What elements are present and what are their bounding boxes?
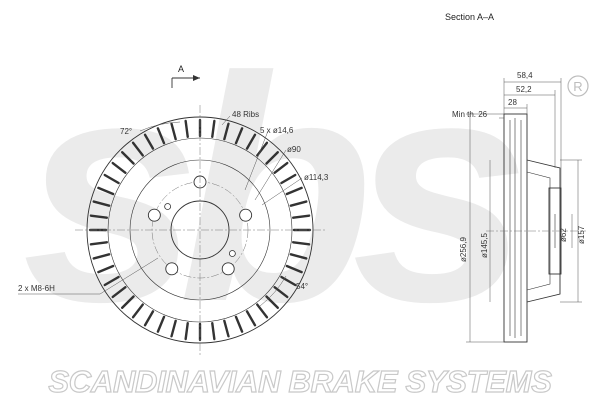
cooling-rib — [256, 303, 269, 319]
bolt-hole — [165, 262, 179, 276]
bolt-hole — [147, 208, 161, 222]
friction-ring-section — [503, 113, 528, 343]
cooling-rib — [131, 303, 144, 319]
cooling-rib — [143, 310, 155, 327]
dim-hat-outer-diameter-text: ø145,5 — [480, 233, 489, 258]
watermark-logo-text: sbs — [22, 10, 521, 368]
cooling-rib — [223, 319, 230, 338]
cooling-rib — [223, 122, 230, 141]
hat-outer-circle — [129, 159, 271, 301]
cooling-rib — [265, 295, 279, 309]
registered-mark-letter: R — [573, 79, 582, 94]
threaded-holes-leader — [99, 257, 159, 295]
sbs-watermark-logo: sbs R — [22, 10, 589, 368]
cooling-rib — [291, 214, 311, 219]
cooling-rib — [156, 315, 166, 333]
angle-54-label: 54° — [296, 282, 308, 291]
angle-72-label: 72° — [120, 127, 132, 136]
cooling-rib — [184, 119, 189, 139]
cooling-rib — [103, 173, 120, 185]
cooling-rib — [131, 141, 144, 157]
section-title: Section A–A — [445, 12, 494, 22]
cooling-rib — [92, 200, 111, 207]
angle-54-arc — [259, 275, 287, 307]
cooling-rib — [245, 310, 257, 327]
cooling-rib — [234, 315, 244, 333]
dim-hat-width-text: 52,2 — [516, 85, 532, 94]
registered-mark-circle — [567, 75, 589, 97]
section-marker-arrow — [193, 75, 200, 81]
cooling-rib — [280, 173, 297, 185]
dim-157-text: ø157 — [577, 225, 586, 244]
ribs-label: 48 Ribs — [232, 110, 259, 119]
cooling-rib — [285, 264, 303, 274]
cooling-rib — [170, 122, 177, 141]
cooling-rib — [89, 241, 109, 246]
cooling-rib — [211, 119, 216, 139]
cooling-rib — [285, 186, 303, 196]
bolt-holes-label: 5 x ø14,6 — [260, 126, 294, 135]
bolt-hole — [221, 262, 235, 276]
cooling-rib — [97, 264, 115, 274]
dim-center-bore-text: ø62 — [559, 228, 568, 242]
dim-outer-diameter-text: ø256,9 — [459, 237, 468, 262]
dim-overall-width-text: 58,4 — [517, 71, 533, 80]
threaded-holes — [164, 203, 236, 257]
section-view: Section A–A 58,4 52,2 28 — [445, 12, 586, 343]
cooling-rib — [184, 321, 189, 341]
threaded-holes-label: 2 x M8-6H — [18, 284, 55, 293]
ribs-leader — [221, 115, 231, 126]
cooling-rib — [245, 133, 257, 150]
cooling-rib — [291, 241, 311, 246]
cooling-rib — [92, 253, 111, 260]
cooling-rib — [111, 286, 127, 299]
bolt-holes-leader — [244, 130, 269, 191]
cooling-rib — [97, 186, 115, 196]
cooling-rib — [289, 253, 308, 260]
footer-brand-text: SCANDINAVIAN BRAKE SYSTEMS — [48, 364, 552, 399]
cooling-rib — [111, 161, 127, 174]
cooling-ribs — [88, 118, 312, 342]
cooling-rib — [156, 127, 166, 145]
front-view: A 48 Ribs 5 x ø14,6 ø90 ø114,3 72° 54° 2… — [18, 64, 329, 355]
threaded-hole — [164, 203, 172, 210]
cooling-rib — [170, 319, 177, 338]
cooling-rib — [121, 295, 135, 309]
cooling-rib — [211, 321, 216, 341]
cooling-rib — [143, 133, 155, 150]
cooling-rib — [234, 127, 244, 145]
cooling-rib — [273, 286, 289, 299]
cooling-rib — [289, 200, 308, 207]
hub-diameter-leader — [254, 149, 287, 201]
section-marker-label: A — [178, 64, 184, 74]
cooling-rib — [121, 151, 135, 165]
cooling-rib — [256, 141, 269, 157]
pcd-leader — [261, 177, 303, 206]
cooling-rib — [265, 151, 279, 165]
bolt-hole — [239, 208, 253, 222]
cooling-rib — [273, 161, 289, 174]
cooling-rib — [280, 275, 297, 287]
cooling-rib — [89, 214, 109, 219]
angle-72-arc — [139, 121, 181, 132]
dim-thickness-text: 28 — [508, 98, 517, 107]
cooling-rib — [103, 275, 120, 287]
hub-diameter-label: ø90 — [287, 145, 301, 154]
pcd-label: ø114,3 — [304, 173, 329, 182]
threaded-hole — [228, 250, 236, 257]
